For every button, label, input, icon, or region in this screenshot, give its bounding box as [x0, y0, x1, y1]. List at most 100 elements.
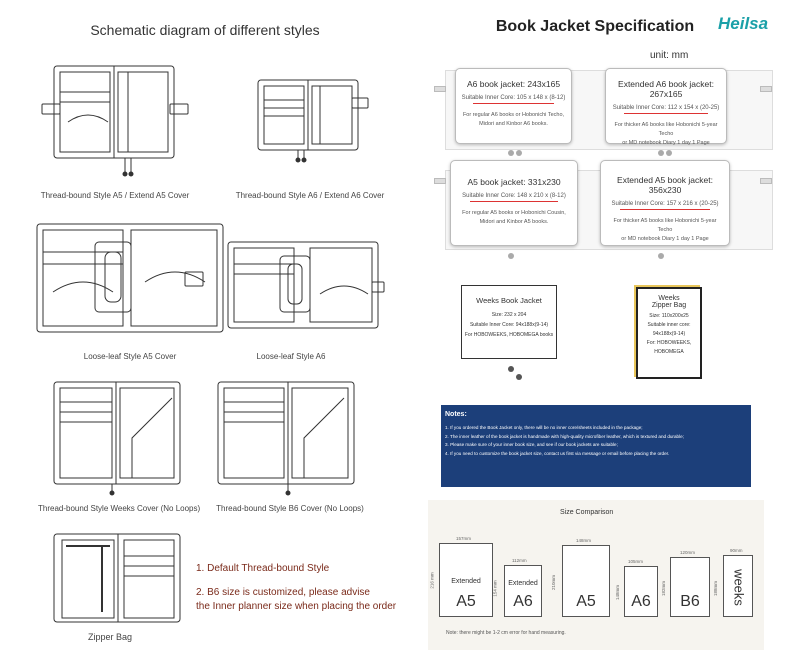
default-style-note: 1. Default Thread-bound Style: [196, 563, 330, 574]
spec-ext-a5-underline: [620, 209, 710, 210]
size-box-label: A5: [576, 593, 596, 610]
notes-panel: Notes: 1. If you ordered the Book Jacket…: [441, 405, 751, 487]
frame-tab: [760, 86, 772, 92]
size-box-sub: Extended: [451, 578, 481, 585]
spec-ext-a6-underline: [624, 113, 708, 114]
caption-weeks-cover: Thread-bound Style Weeks Cover (No Loops…: [38, 504, 201, 513]
spec-ext-a5-desc2: or MD notebook Diary 1 day 1 Page: [621, 235, 709, 242]
spec-ext-a6-desc2: or MD notebook Diary 1 day 1 Page: [622, 139, 710, 146]
spec-a5-desc1: For regular A5 books or Hobonichi Cousin…: [462, 210, 566, 216]
loose-leaf-a6-illustration: [227, 241, 385, 329]
weeks-size: Size: 232 x 204: [491, 312, 527, 318]
frame-knob: [658, 150, 664, 156]
notes-line: 4. If you need to customize the book jac…: [445, 451, 670, 457]
frame-knob: [508, 253, 514, 259]
size-dim: 157mm: [456, 536, 472, 541]
frame-tab: [434, 178, 446, 184]
spec-ext-a5-desc1: For thicker A5 books like Hobonichi 5-ye…: [613, 218, 717, 233]
spec-ext-a6-desc1: For thicker A6 books like Hobonichi 5-ye…: [614, 122, 718, 137]
size-dim: 112mm: [512, 558, 527, 563]
b6-custom-note: 2. B6 size is customized, please advise: [196, 587, 370, 598]
zipper-desc2: HOBOMEGA: [654, 349, 684, 355]
caption-thread-bound-a5: Thread-bound Style A5 / Extend A5 Cover: [40, 191, 190, 200]
spec-ext-a5-inner: Suitable Inner Core: 157 x 216 x (20-25): [611, 201, 719, 207]
spec-a6-desc1: For regular A6 books or Hobonichi Techo,: [462, 112, 565, 118]
spec-ext-a6-inner: Suitable Inner Core: 112 x 154 x (20-25): [612, 105, 720, 111]
thread-bound-a5-illustration: [41, 65, 189, 177]
notes-line: 2. The inner leather of the book jacket …: [445, 433, 684, 439]
spec-a5-desc: For regular A5 books or Hobonichi Cousin…: [451, 209, 577, 227]
size-box-label: A5: [456, 593, 476, 610]
zipper-h2: Zipper Bag: [651, 302, 687, 309]
unit-label: unit: mm: [650, 50, 689, 61]
weeks-cover-illustration: [53, 381, 181, 496]
size-dim: 182mm: [661, 580, 667, 597]
size-dim: 90mm: [730, 548, 743, 553]
size-box-weeks: weeks: [723, 555, 753, 617]
notes-line: 1. If you ordered the Book Jacket only, …: [445, 425, 643, 430]
size-dim: 105mm: [628, 559, 644, 564]
spec-a6-head: A6 book jacket: 243x165: [466, 79, 561, 89]
zipper-desc1: For: HOBOWEEKS,: [646, 340, 692, 346]
size-dim: 154 mm: [492, 580, 498, 597]
zipper-size: Size: 110x200x25: [649, 313, 689, 319]
left-title: Schematic diagram of different styles: [90, 22, 320, 38]
size-dim: 148mm: [615, 584, 621, 601]
caption-loose-leaf-a5: Loose-leaf Style A5 Cover: [83, 352, 177, 361]
size-box-sub: Extended: [508, 580, 538, 587]
spec-ext-a5-desc: For thicker A5 books like Hobonichi 5-ye…: [601, 217, 729, 243]
weeks-knob: [508, 366, 514, 372]
frame-knob: [508, 150, 514, 156]
spec-ext-a5-head: Extended A5 book jacket: 356x230: [617, 175, 713, 195]
size-box-ext-a6: Extended A6: [504, 565, 542, 617]
size-box-ext-a5: Extended A5: [439, 543, 493, 617]
size-box-label: weeks: [731, 569, 747, 606]
frame-knob: [666, 150, 672, 156]
size-box-label: A6: [631, 593, 651, 610]
frame-tab: [760, 178, 772, 184]
size-dim: 148mm: [576, 538, 592, 543]
caption-thread-bound-a6: Thread-bound Style A6 / Extend A6 Cover: [235, 191, 385, 200]
zipper-inner1: Suitable inner core:: [647, 322, 691, 328]
spec-a5-underline: [469, 201, 559, 202]
zipper-h1: Weeks: [658, 295, 680, 302]
weeks-desc: For HOBOWEEKS, HOBOMEGA books: [464, 332, 554, 338]
spec-a6-desc: For regular A6 books or Hobonichi Techo,…: [456, 111, 571, 129]
spec-card-a5: A5 book jacket: 331x230 Suitable Inner C…: [450, 160, 578, 246]
weeks-jacket-card: Weeks Book Jacket Size: 232 x 204 Suitab…: [461, 285, 557, 359]
spec-ext-a6-desc: For thicker A6 books like Hobonichi 5-ye…: [606, 121, 726, 147]
weeks-knob: [516, 374, 522, 380]
b6-cover-illustration: [217, 381, 355, 496]
spec-card-ext-a5: Extended A5 book jacket: 356x230 Suitabl…: [600, 160, 730, 246]
size-dim: 120mm: [680, 550, 696, 555]
size-box-label: B6: [680, 593, 700, 610]
spec-a5-head: A5 book jacket: 331x230: [467, 177, 561, 187]
spec-title: Book Jacket Specification: [495, 18, 695, 35]
b6-custom-note-2: the Inner planner size when placing the …: [196, 601, 397, 612]
weeks-inner: Suitable Inner Core: 94x188x(9-14): [469, 322, 549, 328]
size-dim: 216 mm: [429, 572, 435, 589]
spec-a6-inner: Suitable Inner Core: 105 x 148 x (8-12): [461, 95, 566, 101]
frame-knob: [658, 253, 664, 259]
size-box-b6: B6: [670, 557, 710, 617]
zipper-inner2: 94x188x(9-14): [652, 331, 686, 337]
brand-logo: Heilsa: [718, 14, 769, 33]
thread-bound-a6-illustration: [257, 79, 369, 163]
measure-note: Note: there might be 1-2 cm error for ha…: [446, 630, 566, 636]
zipper-bag-illustration: [53, 533, 181, 623]
spec-a5-inner: Suitable Inner Core: 148 x 210 x (8-12): [462, 193, 566, 199]
size-box-a5: A5: [562, 545, 610, 617]
weeks-head: Weeks Book Jacket: [476, 296, 542, 305]
notes-line: 3. Please make sure of your inner book s…: [445, 442, 618, 448]
spec-a6-underline: [473, 103, 554, 104]
spec-a6-desc2: Midori and Kinbor A6 books.: [479, 120, 548, 127]
caption-zipper-bag: Zipper Bag: [87, 632, 133, 642]
size-dim: 210mm: [551, 574, 557, 591]
size-dim: 188mm: [713, 580, 719, 597]
size-box-label: A6: [513, 593, 533, 610]
caption-b6-cover: Thread-bound Style B6 Cover (No Loops): [216, 504, 364, 513]
notes-title: Notes:: [445, 411, 467, 418]
spec-a5-desc2: Midori and Kinbor A5 books.: [479, 218, 549, 225]
spec-card-a6: A6 book jacket: 243x165 Suitable Inner C…: [455, 68, 572, 144]
